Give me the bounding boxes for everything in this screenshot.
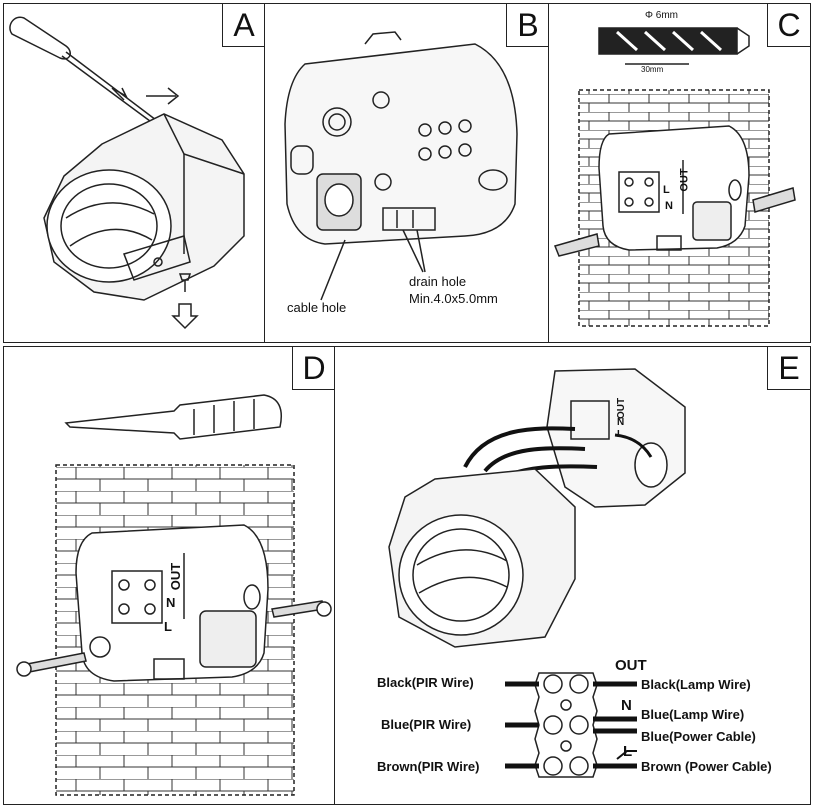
slide-arrow-icon — [146, 87, 180, 105]
pir-lens — [46, 169, 172, 283]
screwdriver-icon — [64, 394, 282, 440]
terminal-block — [534, 672, 598, 778]
panel-b-drawing — [284, 31, 518, 301]
wire-label-blue-pir: Blue(PIR Wire) — [381, 717, 472, 732]
panel-b: cable hole drain hole Min.4.0x5.0mm B — [264, 3, 550, 343]
panel-e: N OUT L OUT N L Black(PIR Wire) Blue(PIR… — [334, 346, 811, 805]
terminal-mark-n: N — [665, 200, 673, 212]
terminal-mark-out: OUT — [168, 562, 184, 591]
terminal-out-label: OUT — [615, 657, 647, 674]
wire-label-black-lamp: Black(Lamp Wire) — [641, 677, 751, 692]
panel-d: N OUT L D — [3, 346, 336, 805]
panel-a-letter: A — [222, 4, 265, 47]
panel-e-letter: E — [767, 347, 810, 390]
panel-a: A — [3, 3, 266, 343]
push-arrow-icon — [111, 87, 128, 101]
terminal-l-label: L — [623, 743, 633, 760]
wire-label-blue-power: Blue(Power Cable) — [641, 729, 756, 744]
panel-c: Φ 6mm 30mm N OUT L C — [548, 3, 811, 343]
wire-blue — [483, 446, 586, 473]
drain-hole-size: Min.4.0x5.0mm — [409, 291, 498, 306]
wall-anchor-icon — [598, 27, 738, 55]
drill-depth-label: 30mm — [641, 65, 664, 74]
drain-hole-label: drain hole — [409, 274, 467, 289]
terminal-mark-out: OUT — [678, 168, 691, 192]
pir-lens — [398, 514, 524, 636]
wire-label-brown-power: Brown (Power Cable) — [641, 759, 772, 774]
terminal-mark-l: L — [164, 619, 172, 634]
down-arrow-icon — [171, 303, 199, 330]
panel-d-drawing — [16, 394, 332, 796]
panel-d-letter: D — [292, 347, 335, 390]
panel-b-letter: B — [506, 4, 549, 47]
panel-c-drawing — [553, 27, 796, 327]
wire-black — [463, 426, 576, 468]
terminal-n-label: N — [621, 697, 632, 714]
terminal-mark-n: N — [166, 595, 176, 610]
wire-label-black-pir: Black(PIR Wire) — [377, 675, 474, 690]
terminal-mark-l: L — [617, 429, 624, 440]
panel-a-drawing — [9, 16, 245, 330]
wire-label-blue-lamp: Blue(Lamp Wire) — [641, 707, 745, 722]
panel-e-drawing — [388, 368, 686, 778]
mounting-base — [546, 368, 686, 508]
screw-icon — [178, 273, 192, 292]
terminal-mark-n: N — [617, 417, 625, 428]
wire-label-brown-pir: Brown(PIR Wire) — [377, 759, 480, 774]
terminal-mark-l: L — [663, 184, 670, 196]
terminal-mark-out: OUT — [616, 397, 628, 420]
cable-hole-label: cable hole — [287, 300, 347, 315]
drill-diameter-label: Φ 6mm — [645, 10, 678, 21]
screwdriver-icon — [9, 16, 71, 60]
panel-c-letter: C — [767, 4, 810, 47]
drain-slot — [382, 207, 436, 231]
